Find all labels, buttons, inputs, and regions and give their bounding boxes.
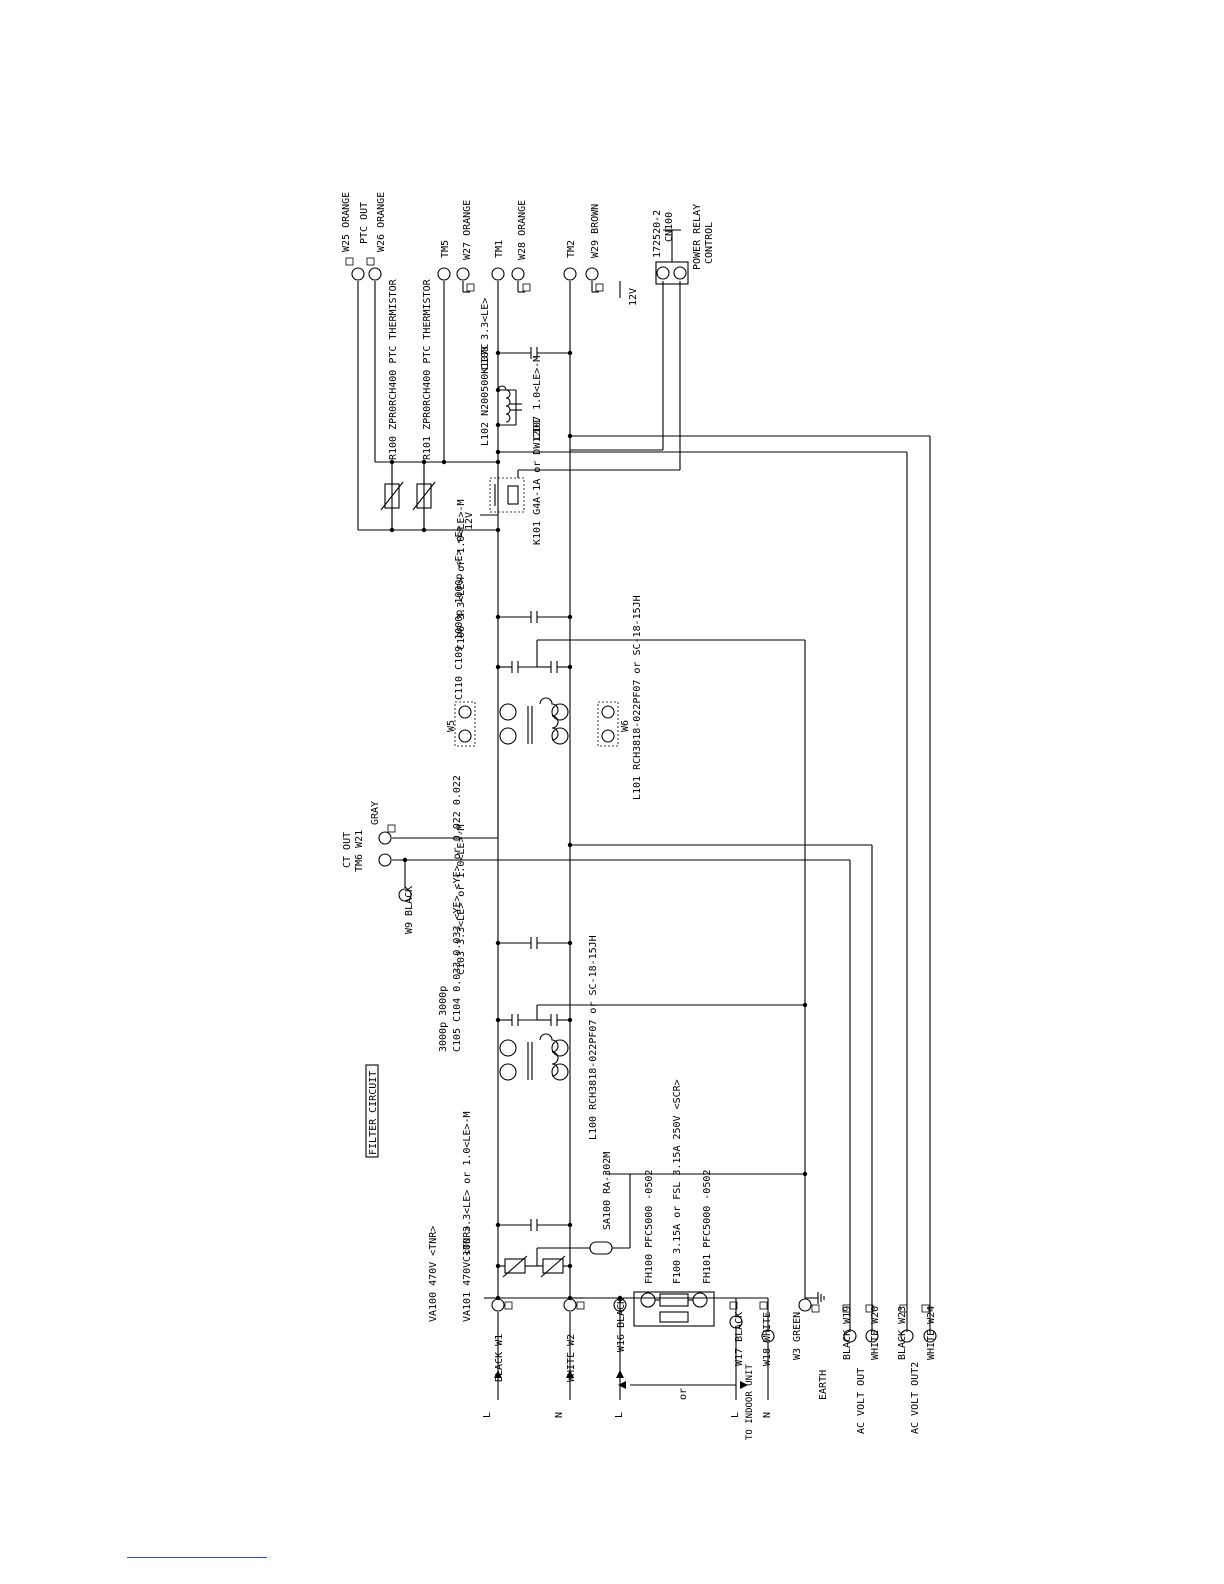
label-w24: WHITE W24 [926, 1306, 937, 1360]
label-w25: W25 ORANGE [341, 192, 352, 252]
diagram-title: FILTER CIRCUIT [368, 1071, 379, 1155]
label-fh101: FH101 PFC5000 -0502 [702, 1170, 713, 1284]
label-l102: L102 N200500K107C [480, 344, 491, 446]
choke-l101 [454, 697, 619, 747]
label-tm1: TM1 [494, 240, 505, 258]
label-c107: C107 1.0<LE>-M [532, 356, 543, 440]
label-va100: VA100 470V <TNR> [428, 1226, 439, 1322]
label-n1: N [554, 1412, 565, 1418]
label-ac-volt-out2: AC VOLT OUT2 [910, 1362, 921, 1434]
label-to-indoor-unit: TO INDOOR UNIT [745, 1364, 755, 1440]
label-c103: C103 3.3<LE> or 1.0<LE>-M [456, 824, 467, 975]
label-w1: BLACK W1 [494, 1334, 505, 1382]
label-w26: W26 ORANGE [376, 192, 387, 252]
label-tm5: TM5 [440, 240, 451, 258]
label-w16: W16 BLACK [616, 1298, 627, 1352]
label-r100: R100 ZPR0RCH400 PTC THERMISTOR [388, 278, 399, 460]
label-w29: W29 BROWN [590, 204, 601, 258]
label-va101: VA101 470V <TNR> [462, 1226, 473, 1322]
label-w18: W18 WHITE [762, 1312, 773, 1366]
label-3000p: 3000p 3000p [438, 986, 449, 1052]
input-arrows [494, 1312, 769, 1400]
label-w9: W9 BLACK [404, 886, 415, 934]
label-w5: W5 [446, 720, 457, 732]
label-l101: L101 RCH3818-022PF07 or SC-18-15JH [632, 595, 643, 800]
label-tm6-w21: TM6 W21 [354, 830, 365, 872]
label-w28: W28 ORANGE [517, 200, 528, 260]
choke-l100 [499, 1033, 569, 1081]
label-f100: F100 3.15A or FSL 3.15A 250V <SCR> [672, 1079, 683, 1284]
label-c106: C106 3.3<LE> or 1.0<LE>-M [456, 499, 467, 650]
fuse-f100 [633, 1291, 715, 1327]
varistors [498, 1173, 631, 1278]
terminals [345, 229, 937, 1343]
label-w17: W17 BLACK [734, 1312, 745, 1366]
label-tm2: TM2 [566, 240, 577, 258]
label-ac-volt-out: AC VOLT OUT [856, 1368, 867, 1434]
ptc-thermistors [380, 462, 436, 530]
label-w6: W6 [620, 720, 631, 732]
footer-rule [127, 1557, 267, 1558]
label-r101: R101 ZPR0RCH400 PTC THERMISTOR [422, 278, 433, 460]
label-w3: W3 GREEN [792, 1312, 803, 1360]
label-172520: 172520-2 [652, 210, 663, 258]
label-k101: K101 G4A-1A or DW12D1 [532, 419, 543, 545]
label-fh100: FH100 PFC5000 -0502 [644, 1170, 655, 1284]
label-ptc-out: PTC OUT [359, 202, 370, 244]
label-gray: GRAY [370, 801, 381, 825]
label-c105-c104: C105 C104 0.033 0.033 <YE> <YE> or 0.022… [452, 775, 463, 1052]
diagram-labels: FILTER CIRCUIT BLACK W1 WHITE W2 W16 BLA… [341, 192, 937, 1440]
label-l2: L [614, 1412, 625, 1418]
inductor-l102 [497, 385, 511, 423]
label-or: or [678, 1388, 689, 1400]
label-w19: BLACK W19 [842, 1306, 853, 1360]
label-control: CONTROL [704, 222, 715, 264]
label-l100: L100 RCH3818-022PF07 or SC-18-15JH [588, 935, 599, 1140]
label-12v-relay: 12V [464, 512, 475, 530]
label-earth: EARTH [818, 1370, 829, 1400]
label-l3: L [730, 1412, 741, 1418]
label-n3: N [762, 1412, 773, 1418]
label-sa100: SA100 RA-302M [602, 1152, 613, 1230]
relay-k101 [489, 477, 525, 513]
label-w2: WHITE W2 [566, 1334, 577, 1382]
label-power-relay: POWER RELAY [692, 204, 703, 270]
label-l1: L [482, 1412, 493, 1418]
label-cn100: CN100 [664, 212, 675, 242]
label-12v-top: 12V [628, 288, 639, 306]
label-c108: C108 3.3<LE> [480, 298, 491, 370]
label-ct-out: CT OUT [342, 832, 353, 868]
label-w20: WHITE W20 [870, 1306, 881, 1360]
capacitors [498, 347, 570, 1231]
label-w23: BLACK W23 [897, 1306, 908, 1360]
label-w27: W27 ORANGE [462, 200, 473, 260]
label-c110-c109: C110 C109 1000p 1000p <E> <E> [454, 525, 465, 700]
label-c100: C100 3.3<LE> or 1.0<LE>-M [462, 1111, 473, 1262]
